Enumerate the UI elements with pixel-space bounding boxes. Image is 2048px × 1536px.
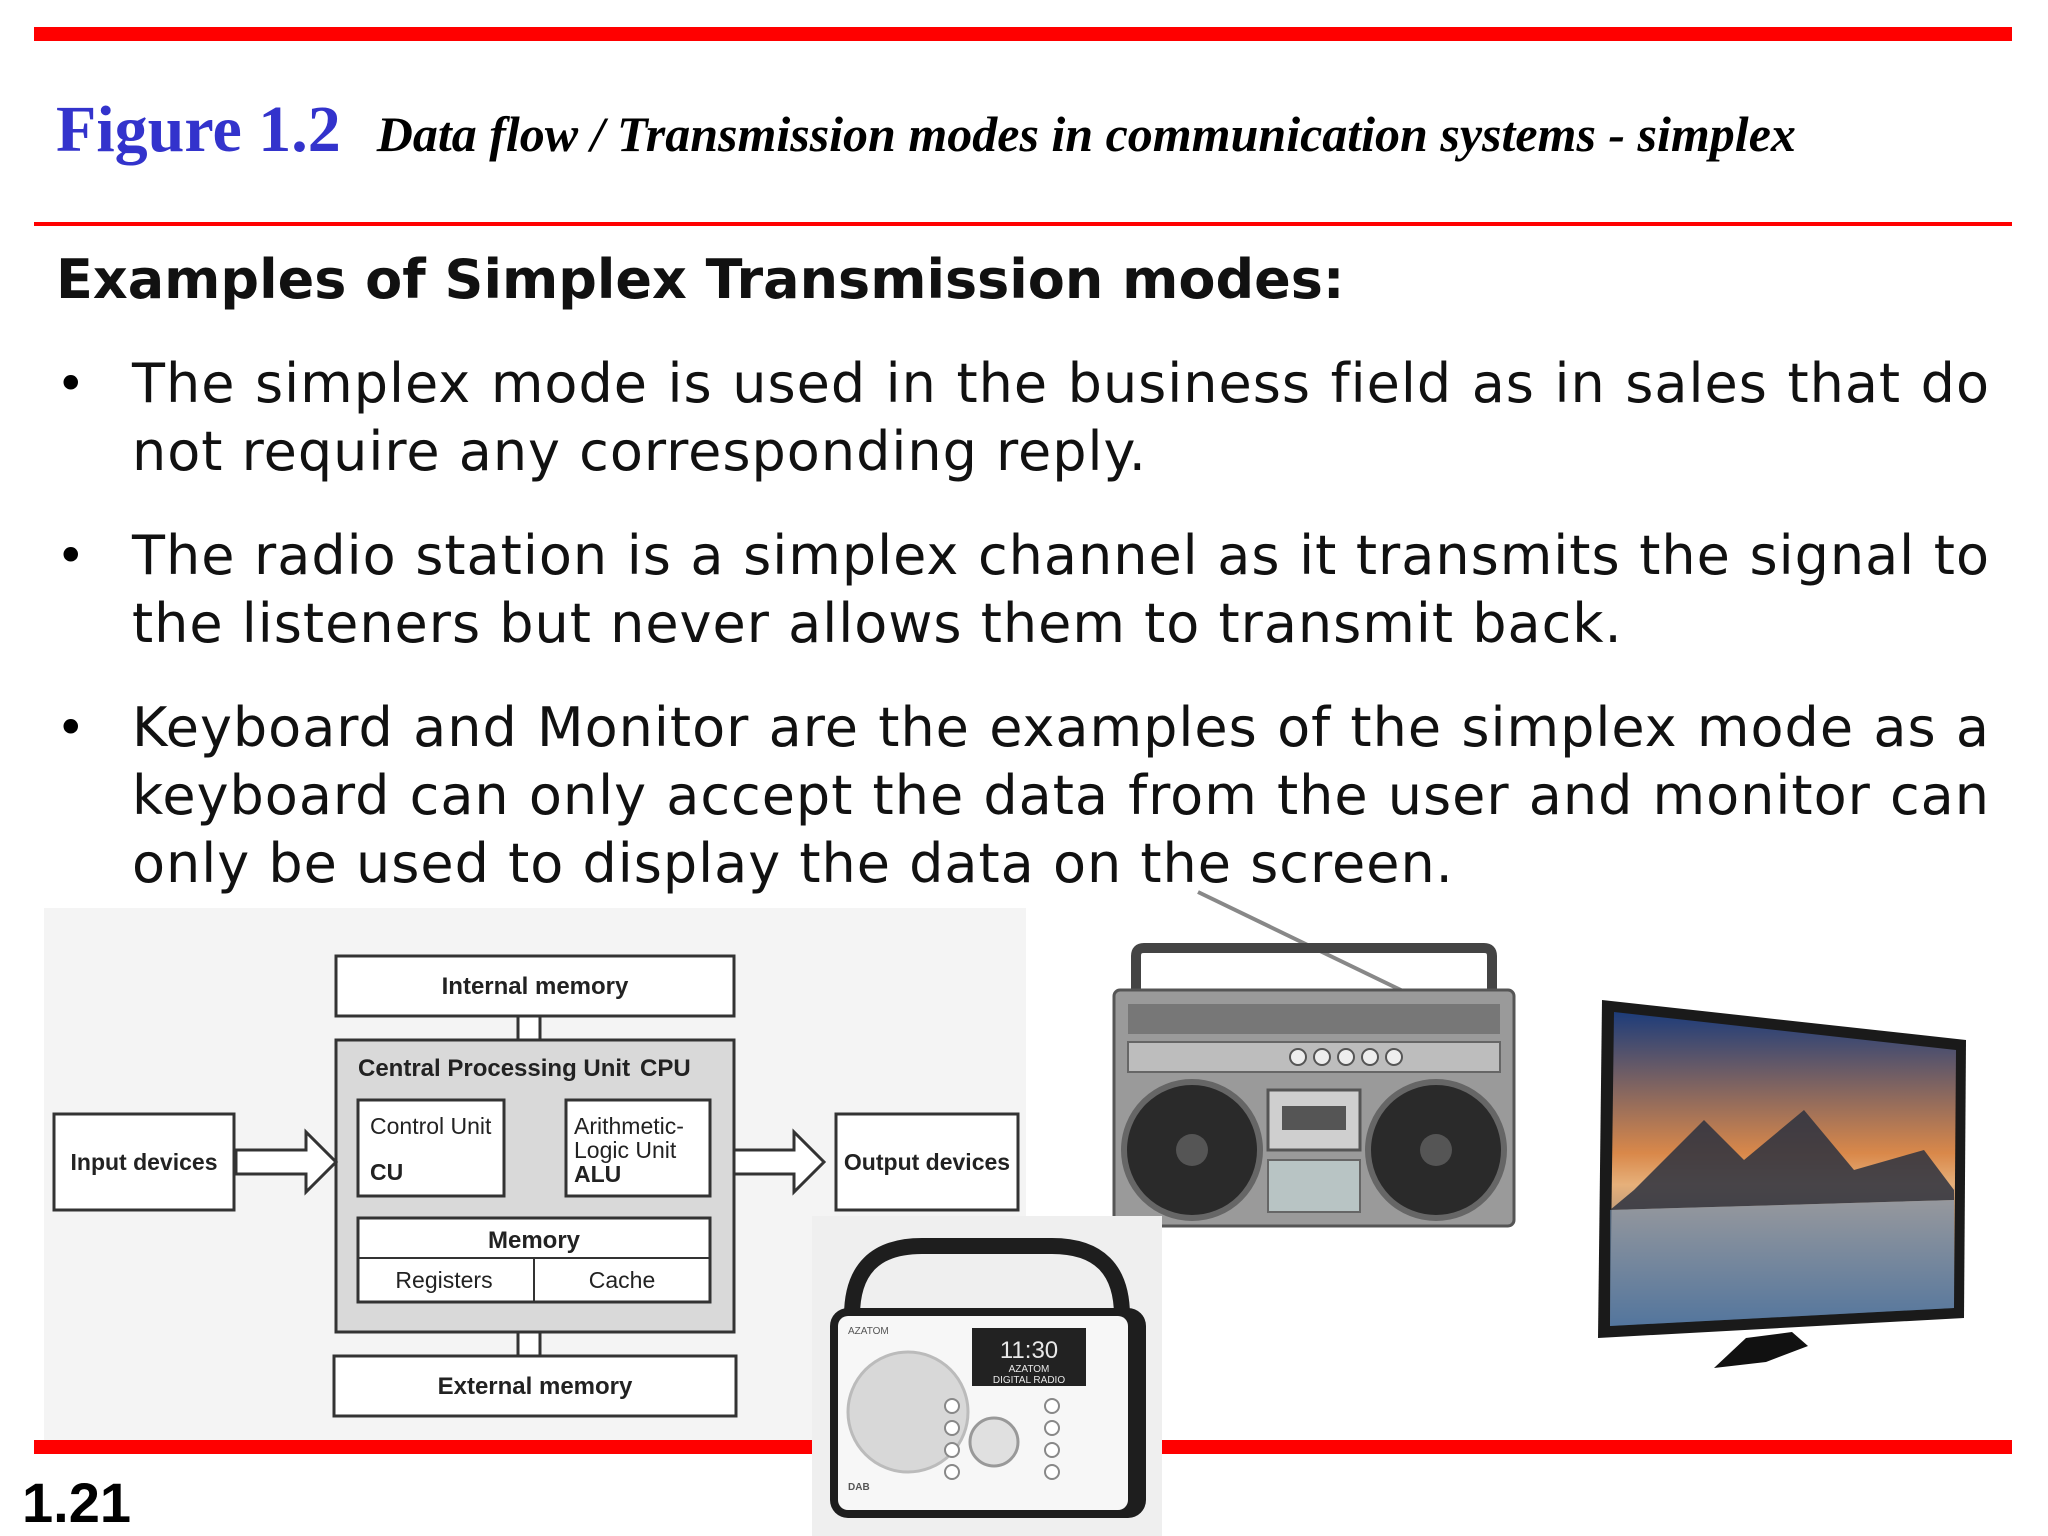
television-image xyxy=(1598,1000,1966,1368)
bullet-item: • The simplex mode is used in the busine… xyxy=(56,350,1990,486)
figure-title: Figure 1.2 Data flow / Transmission modes… xyxy=(56,92,2016,168)
tv-stand-icon xyxy=(1714,1332,1808,1368)
bullet-text: The radio station is a simplex channel a… xyxy=(132,524,1990,655)
boombox-image xyxy=(1112,890,1516,1228)
bottom-rule-left xyxy=(34,1440,824,1454)
cpu-abbr: CPU xyxy=(640,1055,691,1082)
handle-icon xyxy=(1131,943,1497,990)
cache-label: Cache xyxy=(589,1267,655,1293)
figure-caption: Data flow / Transmission modes in commun… xyxy=(376,106,1796,162)
figure-number: Figure 1.2 xyxy=(56,93,341,166)
control-unit-label: Control Unit xyxy=(370,1113,492,1139)
digital-radio-image: AZATOM 11:30 AZATOM DIGITAL RADIO DAB xyxy=(812,1216,1162,1536)
cpu-label: Central Processing Unit xyxy=(358,1055,630,1082)
radio-handle-icon xyxy=(844,1238,1130,1317)
input-arrow-icon xyxy=(234,1128,339,1196)
bottom-rule-right xyxy=(1162,1440,2012,1454)
registers-label: Registers xyxy=(395,1267,492,1293)
bullet-text: Keyboard and Monitor are the examples of… xyxy=(132,696,1990,895)
alu-line1: Arithmetic- xyxy=(574,1113,684,1139)
alu-box xyxy=(564,1098,712,1198)
bullet-text: The simplex mode is used in the business… xyxy=(132,352,1990,483)
computer-architecture-diagram: Internal memory Central Processing Unit … xyxy=(44,908,1026,1440)
control-unit-box xyxy=(356,1098,506,1198)
output-arrow-icon xyxy=(732,1128,827,1196)
internal-memory-label: Internal memory xyxy=(442,973,629,1000)
bullet-dot: • xyxy=(56,699,86,757)
top-rule xyxy=(34,27,2012,41)
title-rule xyxy=(34,222,2012,226)
memory-label: Memory xyxy=(488,1227,581,1254)
internal-memory-box xyxy=(334,954,736,1018)
radio-display xyxy=(972,1328,1086,1386)
bullet-item: • The radio station is a simplex channel… xyxy=(56,522,1990,658)
radio-speaker-icon xyxy=(846,1350,970,1474)
input-devices-label: Input devices xyxy=(71,1149,218,1175)
radio-time: 11:30 xyxy=(1000,1337,1058,1364)
alu-abbr: ALU xyxy=(574,1161,621,1187)
radio-dab: DAB xyxy=(848,1482,870,1493)
alu-line2: Logic Unit xyxy=(574,1137,677,1163)
bullet-dot: • xyxy=(56,355,86,413)
page-number: 1.21 xyxy=(22,1471,131,1534)
bullet-dot: • xyxy=(56,527,86,585)
input-devices-box xyxy=(52,1112,236,1212)
radio-dial-icon xyxy=(968,1416,1020,1468)
output-devices-label: Output devices xyxy=(844,1149,1010,1175)
radio-brand: AZATOM xyxy=(848,1326,889,1337)
mountains-icon xyxy=(1610,1110,1954,1210)
radio-display-line2: DIGITAL RADIO xyxy=(993,1375,1065,1386)
external-memory-label: External memory xyxy=(438,1373,633,1400)
radio-display-line1: AZATOM xyxy=(1009,1364,1050,1375)
bullet-item: • Keyboard and Monitor are the examples … xyxy=(56,694,1990,898)
section-heading: Examples of Simplex Transmission modes: xyxy=(56,248,1345,311)
output-devices-box xyxy=(834,1112,1020,1212)
external-memory-box xyxy=(332,1354,738,1418)
cu-abbr: CU xyxy=(370,1159,403,1185)
